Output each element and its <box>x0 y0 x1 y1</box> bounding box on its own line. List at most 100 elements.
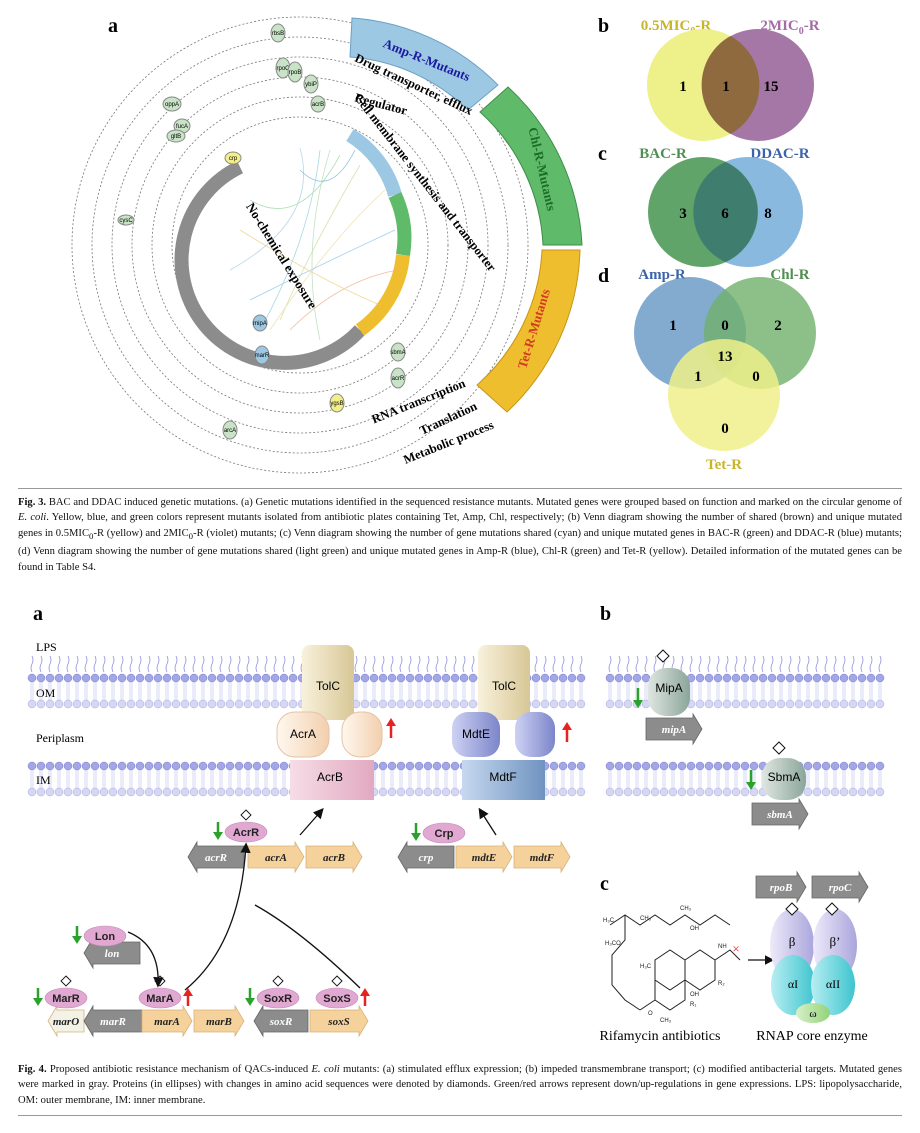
venn-b: b 0.5MIC0-R 2MIC0-R 1 1 15 <box>598 15 820 141</box>
svg-text:ybiP: ybiP <box>305 82 317 88</box>
gene-label: mdtE <box>472 852 496 864</box>
svg-text:H₃C: H₃C <box>640 964 652 970</box>
venn-d: d Amp-R Chl-R Tet-R 1 0 2 13 1 0 0 <box>598 265 816 473</box>
svg-text:CH₃: CH₃ <box>640 916 652 922</box>
venn-c-overlap <box>693 162 758 262</box>
acra-protein <box>276 711 330 758</box>
alpha2-subunit <box>811 955 855 1015</box>
regulator-label: Crp <box>435 828 454 840</box>
gene-label: marO <box>53 1016 79 1028</box>
no-chemical-arc <box>174 160 366 370</box>
fig3-caption-text-4: -R (violet) mutants; (c) Venn diagram sh… <box>18 527 902 573</box>
venn-d-c-circle <box>668 339 780 451</box>
venn-d-c-title: Tet-R <box>706 457 742 473</box>
lipid-bilayers-b <box>605 655 885 797</box>
fig3-panel-d-label: d <box>598 265 609 287</box>
down-arrow-icon <box>213 832 223 840</box>
acrab-tolc-pump: TolC AcrA AcrB <box>276 645 396 800</box>
gene-label: marR <box>100 1016 126 1028</box>
down-arrow-icon <box>72 936 82 944</box>
gene-badge: gltB <box>166 129 186 143</box>
svg-text:fucA: fucA <box>176 124 188 130</box>
fig3-caption-text-3: -R (yellow) and 2MIC <box>93 527 189 539</box>
omega-subunit <box>796 1003 830 1023</box>
fig3-caption: Fig. 3. BAC and DDAC induced genetic mut… <box>18 495 902 575</box>
gene-label: sbmA <box>766 809 793 821</box>
gene-label: marA <box>154 1016 180 1028</box>
gene-badge: ybiP <box>303 74 319 94</box>
svg-text:ygsB: ygsB <box>330 401 343 407</box>
gene-arrow <box>397 840 455 874</box>
regulator-protein <box>315 987 359 1009</box>
svg-text:gltB: gltB <box>171 134 181 140</box>
svg-text:H₃C: H₃C <box>603 918 615 924</box>
rnap-enzyme: β β’ αI αII ω RNAP core enzyme <box>756 902 868 1044</box>
layer-periplasm: Periplasm <box>36 731 85 745</box>
gene-label: mdtF <box>530 852 555 864</box>
fig3-caption-ecoli: E. coli <box>18 512 47 524</box>
mutation-diamond-icon <box>154 975 166 987</box>
tet-inner-arc <box>355 254 410 336</box>
fig3-caption-sub-a: 0 <box>89 530 94 541</box>
gene-arrow <box>455 840 513 874</box>
venn-d-b-count: 2 <box>774 318 782 334</box>
fig3-caption-sub-b: 0 <box>188 530 194 541</box>
svg-text:CH₃: CH₃ <box>660 1018 672 1024</box>
venn-b-shared-count: 1 <box>722 79 730 95</box>
beta-prime-label: β’ <box>830 934 841 949</box>
mdtf-label: MdtF <box>489 770 516 784</box>
svg-text:OH: OH <box>690 992 699 998</box>
membrane-layer-labels: LPS OM Periplasm IM <box>36 640 85 787</box>
gene-arrow <box>755 870 807 904</box>
venn-d-c-count: 0 <box>721 421 729 437</box>
mutation-diamond-icon <box>272 975 284 987</box>
regulator-protein <box>83 925 127 947</box>
gene-arrow <box>141 1004 193 1038</box>
venn-b-left-count: 1 <box>679 79 687 95</box>
gene-arrow <box>47 1004 85 1038</box>
gene-arrow <box>513 840 571 874</box>
venn-d-ac-count: 1 <box>694 369 702 385</box>
alpha1-subunit <box>771 955 815 1015</box>
gene-badge: oppA <box>162 96 182 112</box>
sbma-label: SbmA <box>768 770 801 784</box>
omega-label: ω <box>809 1008 816 1020</box>
venn-c: c BAC-R DDAC-R 3 6 8 <box>598 143 810 267</box>
regulator-label: AcrR <box>233 827 259 839</box>
mdtef-tolc-pump: TolC MdtE MdtF <box>452 645 572 800</box>
regulator-protein <box>138 987 182 1009</box>
mutation-diamond-icon <box>240 809 252 821</box>
regulator-protein <box>224 821 268 843</box>
tet-sector <box>476 249 581 413</box>
gene-badge: ygsB <box>329 393 345 413</box>
gene-arrow <box>645 712 703 746</box>
mutation-diamond-icon <box>656 649 670 663</box>
gene-label: acrR <box>205 852 227 864</box>
svg-text:cysC: cysC <box>119 218 133 224</box>
svg-text:rpoB: rpoB <box>289 70 302 76</box>
gene-arrow <box>811 870 869 904</box>
gene-badge: rbsB <box>270 23 286 43</box>
mdte-protein <box>452 712 500 757</box>
tolc-label: TolC <box>316 679 340 693</box>
circos-plot: Amp-R-Mutants Chl-R-Mutants Tet-R-Mutant… <box>71 16 583 474</box>
regulator-protein <box>256 987 300 1009</box>
fig4-panel-b-label: b <box>600 603 611 625</box>
fig4-panel-a-label: a <box>33 603 43 625</box>
acra-protein-2 <box>341 711 383 758</box>
gene-label: soxS <box>327 1016 349 1028</box>
fig3-caption-label: Fig. 3. <box>18 497 47 508</box>
gene-arrow <box>751 797 809 831</box>
gene-label: acrB <box>323 852 345 864</box>
layer-om: OM <box>36 686 56 700</box>
mdtf-protein <box>462 760 545 800</box>
regulator-protein <box>44 987 88 1009</box>
fig4-separator <box>18 1115 902 1116</box>
fig4-caption-text-2: mutants: (a) stimulated efflux expressio… <box>18 1064 902 1106</box>
fig3-panel-b-label: b <box>598 15 609 37</box>
gene-arrow <box>247 840 305 874</box>
svg-text:OH: OH <box>690 926 699 932</box>
fig3-caption-text-1: BAC and DDAC induced genetic mutations. … <box>46 497 902 508</box>
gene-arrow <box>187 840 245 874</box>
